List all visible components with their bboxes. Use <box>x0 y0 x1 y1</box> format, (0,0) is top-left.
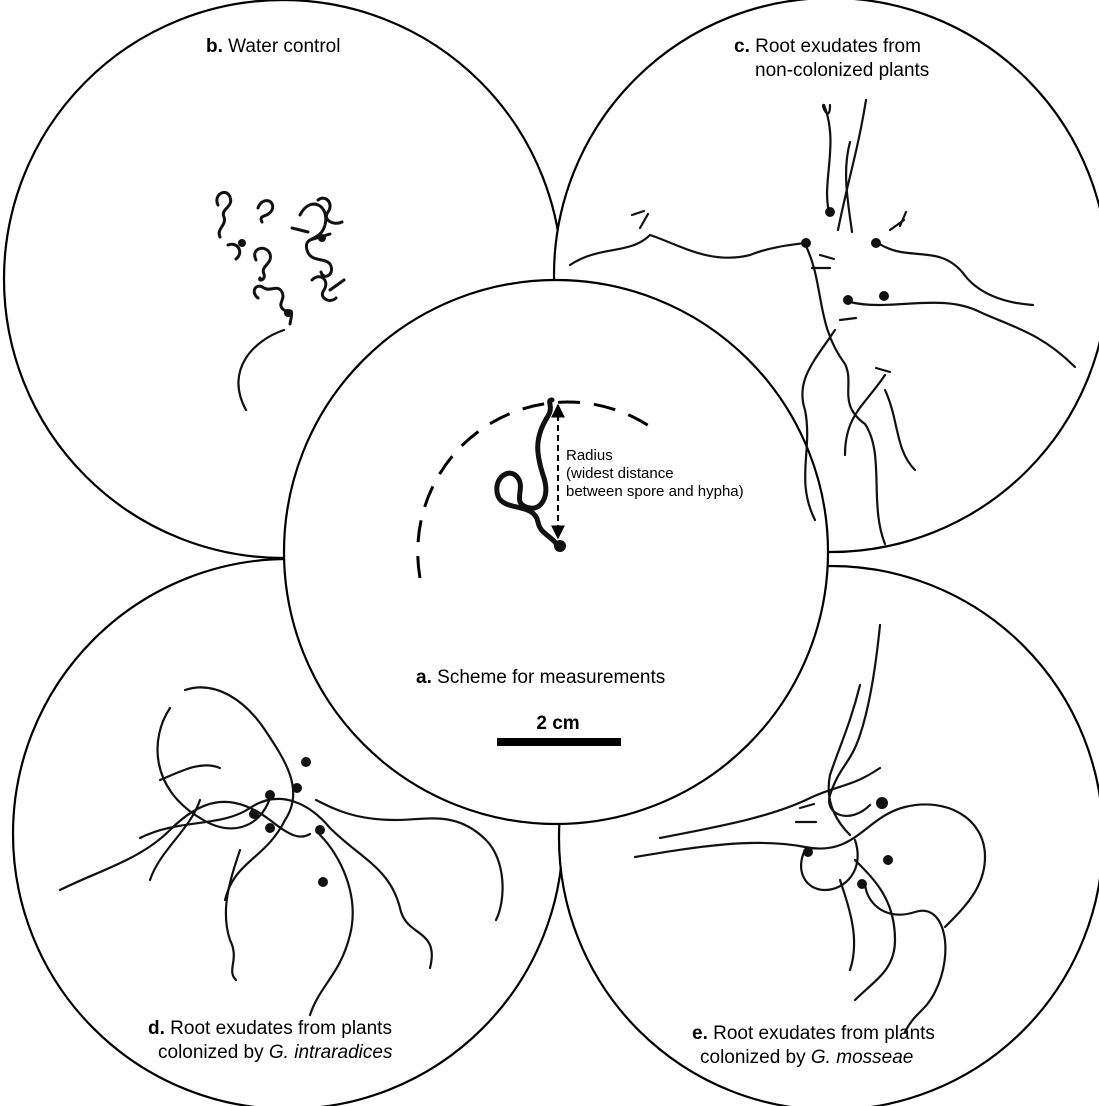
panel-a-title: a. Scheme for measurements <box>416 667 665 688</box>
panel-c-title-line1: c. Root exudates from <box>734 36 921 57</box>
spore <box>554 540 566 552</box>
radius-label-line3: between spore and hypha) <box>566 483 744 500</box>
spore <box>292 783 302 793</box>
spore <box>883 855 893 865</box>
panel-e-title-line2: colonized by G. mosseae <box>700 1047 913 1068</box>
panel-c-title-line2: non-colonized plants <box>755 60 929 81</box>
spore <box>825 207 835 217</box>
radius-label-line1: Radius <box>566 447 613 464</box>
spore <box>801 238 811 248</box>
spore <box>265 823 275 833</box>
radius-label-line2: (widest distance <box>566 465 674 482</box>
spore <box>803 847 813 857</box>
spore <box>265 790 275 800</box>
panel-e-title-line1: e. Root exudates from plants <box>692 1023 935 1044</box>
spore <box>876 797 888 809</box>
spore <box>871 238 881 248</box>
panel-d-title-line2: colonized by G. intraradices <box>158 1042 393 1063</box>
spore <box>318 877 328 887</box>
panel-b-title: b. Water control <box>206 36 340 57</box>
spore <box>284 309 292 317</box>
scale-bar <box>497 738 621 746</box>
spore <box>249 809 259 819</box>
spore <box>301 757 311 767</box>
scale-bar-label: 2 cm <box>536 713 579 734</box>
panel-d-title-line1: d. Root exudates from plants <box>148 1018 392 1039</box>
spore <box>843 295 853 305</box>
spore <box>238 239 246 247</box>
spore <box>318 234 326 242</box>
spore <box>857 879 867 889</box>
spore <box>879 291 889 301</box>
spore <box>315 825 325 835</box>
